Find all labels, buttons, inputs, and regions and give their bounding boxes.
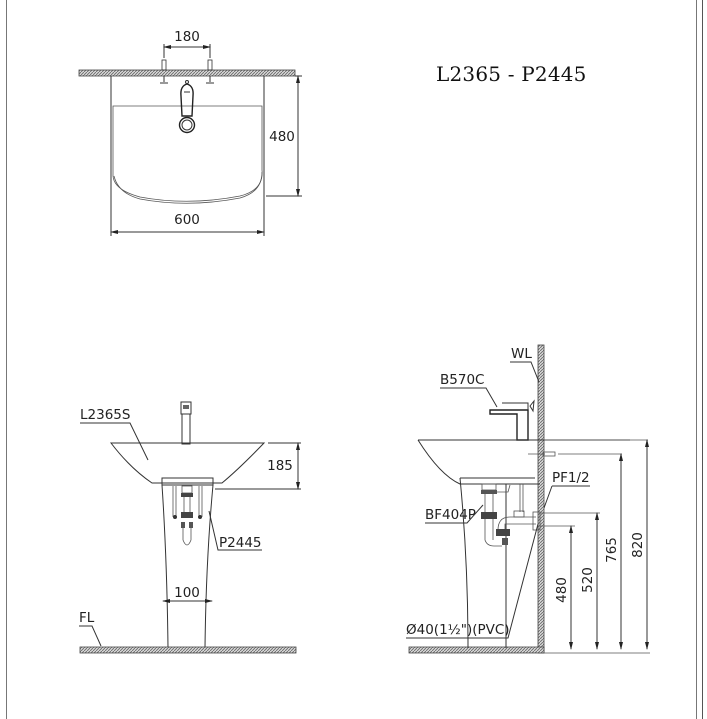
label-basin: L2365S — [80, 407, 130, 423]
valve-left-icon — [160, 59, 168, 84]
label-faucet: B570C — [440, 372, 484, 388]
label-drain: BF404P — [425, 507, 476, 523]
label-pipe: Ø40(1½")(PVC) — [406, 622, 510, 638]
label-supply: PF1/2 — [552, 470, 590, 486]
label-wall: WL — [511, 346, 532, 362]
side-view: WL B570C BF404P PF1/2 — [406, 344, 650, 654]
faucet-front-icon — [180, 401, 192, 445]
valve-right-icon — [206, 59, 214, 84]
dim-520: 520 — [580, 567, 596, 593]
front-view: L2365S 185 P2445 100 FL — [79, 401, 301, 654]
dim-pedestal-width: 100 — [174, 585, 200, 601]
drawing-title: L2365 - P2445 — [436, 62, 587, 86]
dim-basin-height: 185 — [267, 458, 293, 474]
dim-faucet-spacing: 180 — [174, 29, 200, 45]
frame-border-right-outer — [702, 0, 703, 719]
dim-width: 600 — [174, 212, 200, 228]
faucet-top-icon — [178, 80, 196, 134]
floor-hatch-front — [79, 646, 297, 654]
dim-480: 480 — [554, 577, 570, 603]
label-floor: FL — [79, 610, 95, 626]
wall-hatch-side — [537, 344, 545, 654]
top-view: 180 480 600 — [78, 29, 302, 236]
dim-depth: 480 — [269, 129, 295, 145]
dim-765: 765 — [604, 537, 620, 563]
floor-hatch-side — [408, 646, 545, 654]
dim-820: 820 — [630, 532, 646, 558]
label-pedestal: P2445 — [219, 535, 262, 551]
frame-border-right — [696, 0, 697, 719]
wall-hatch-top — [78, 69, 296, 77]
frame-border-left — [6, 0, 7, 719]
